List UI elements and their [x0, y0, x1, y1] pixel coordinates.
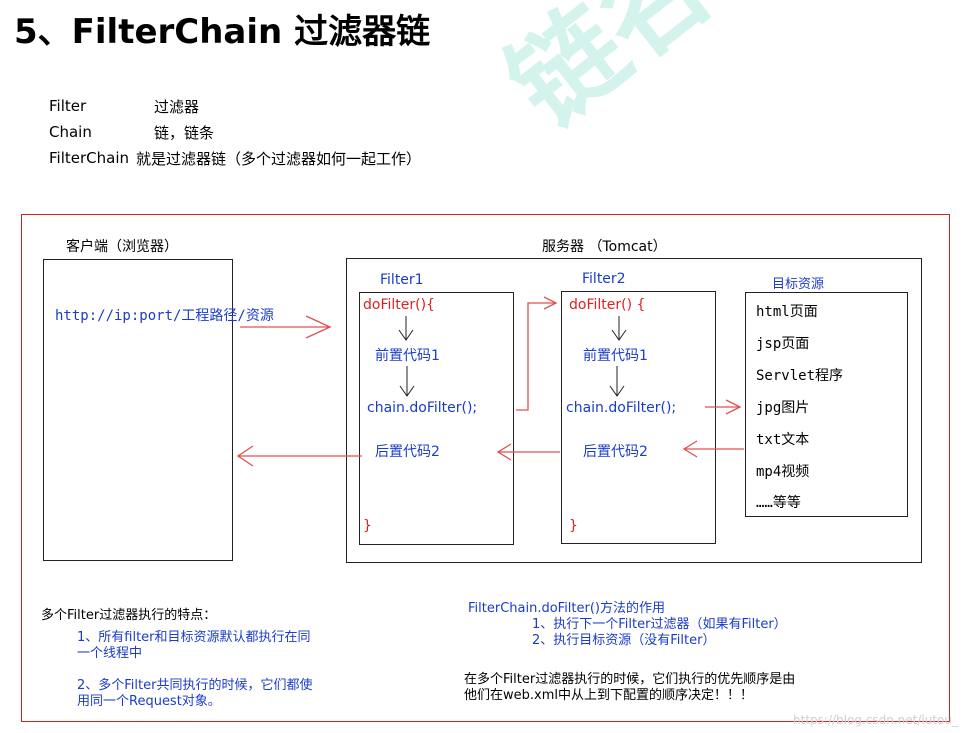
filter2-pre: 前置代码1 — [583, 348, 648, 364]
meaning-filter: 过滤器 — [154, 98, 200, 116]
term-filter: Filter — [49, 97, 87, 115]
target-title: 目标资源 — [772, 277, 825, 292]
term-filterchain: FilterChain — [49, 149, 129, 167]
notes-right-line3: 在多个Filter过滤器执行的时候，它们执行的优先顺序是由 — [464, 672, 796, 687]
filter2-close: } — [569, 518, 578, 534]
target-item: jpg图片 — [756, 400, 810, 416]
client-label: 客户端（浏览器） — [66, 239, 178, 255]
notes-right-line2: 2、执行目标资源（没有Filter） — [532, 633, 716, 648]
filter2-open: doFilter() { — [569, 297, 646, 313]
target-to-filter2-arrow — [682, 440, 744, 458]
response-arrow — [236, 445, 362, 467]
target-box — [745, 292, 908, 517]
request-url: http://ip:port/工程路径/资源 — [55, 308, 274, 324]
filter2-down-arrow-1 — [611, 316, 627, 341]
filter1-title: Filter1 — [380, 272, 424, 288]
server-label: 服务器 （Tomcat） — [542, 239, 667, 255]
filter1-chain: chain.doFilter(); — [367, 400, 478, 416]
filter2-to-filter1-arrow — [496, 443, 560, 461]
server-box — [346, 258, 922, 563]
filter2-down-arrow-2 — [609, 366, 625, 397]
filter1-to-filter2-arrow — [516, 296, 558, 411]
notes-right-line4: 他们在web.xml中从上到下配置的顺序决定！！！ — [464, 688, 753, 703]
filter1-down-arrow-1 — [398, 316, 414, 341]
meaning-filterchain: 就是过滤器链（多个过滤器如何一起工作） — [136, 150, 422, 168]
target-item: Servlet程序 — [756, 368, 844, 384]
request-arrow — [240, 315, 332, 339]
notes-right-line1: 1、执行下一个Filter过滤器（如果有Filter） — [532, 617, 787, 632]
target-item: mp4视频 — [756, 464, 810, 480]
filter2-chain: chain.doFilter(); — [566, 400, 677, 416]
diagram-frame — [21, 214, 950, 722]
filter1-pre: 前置代码1 — [375, 348, 440, 364]
filter2-post: 后置代码2 — [583, 444, 648, 460]
filter2-box — [561, 291, 716, 544]
filter2-to-target-arrow — [705, 399, 742, 415]
notes-right-heading: FilterChain.doFilter()方法的作用 — [468, 601, 666, 616]
filter1-open: doFilter(){ — [363, 297, 435, 313]
term-chain: Chain — [49, 123, 92, 141]
target-item: ……等等 — [756, 495, 801, 511]
meaning-chain: 链，链条 — [154, 124, 215, 142]
target-item: html页面 — [756, 304, 818, 320]
notes-left-line2b: 用同一个Request对象。 — [77, 694, 221, 709]
notes-left-line2: 2、多个Filter共同执行的时候，它们都使 — [77, 678, 313, 693]
target-item: txt文本 — [756, 432, 810, 448]
page-title: 5、FilterChain 过滤器链 — [14, 12, 431, 52]
filter1-post: 后置代码2 — [375, 444, 440, 460]
filter1-down-arrow-2 — [399, 366, 415, 397]
notes-left-line1: 1、所有filter和目标资源默认都执行在同 — [77, 630, 311, 645]
notes-left-heading: 多个Filter过滤器执行的特点： — [41, 608, 217, 623]
client-box — [43, 259, 233, 561]
notes-left-line1b: 一个线程中 — [77, 646, 143, 661]
filter1-box — [359, 292, 514, 545]
filter1-close: } — [363, 518, 372, 534]
filter2-title: Filter2 — [582, 271, 626, 287]
source-watermark: https://blog.csdn.net/lutou_ — [793, 713, 958, 727]
target-item: jsp页面 — [756, 336, 810, 352]
